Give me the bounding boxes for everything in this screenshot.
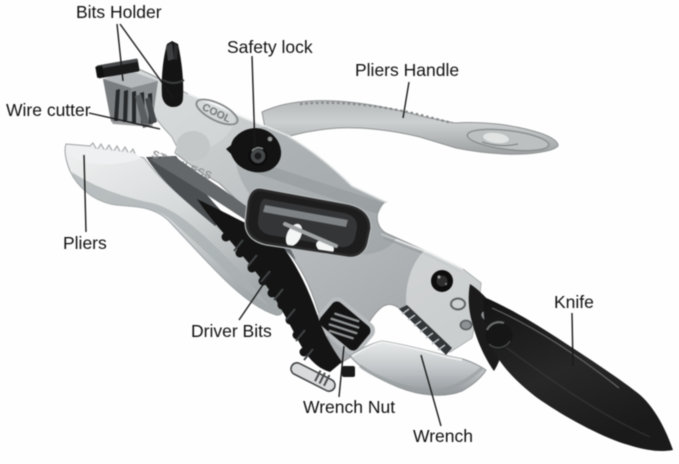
svg-text:Wrench Nut: Wrench Nut <box>303 397 395 417</box>
svg-text:Wrench: Wrench <box>413 426 473 446</box>
svg-text:Bits Holder: Bits Holder <box>76 2 162 22</box>
svg-text:Pliers: Pliers <box>63 233 107 253</box>
svg-text:Safety lock: Safety lock <box>227 37 313 57</box>
svg-text:Wire cutter: Wire cutter <box>6 100 91 120</box>
svg-text:Knife: Knife <box>554 292 594 312</box>
svg-text:Pliers Handle: Pliers Handle <box>355 60 459 80</box>
svg-text:Driver Bits: Driver Bits <box>191 321 272 341</box>
